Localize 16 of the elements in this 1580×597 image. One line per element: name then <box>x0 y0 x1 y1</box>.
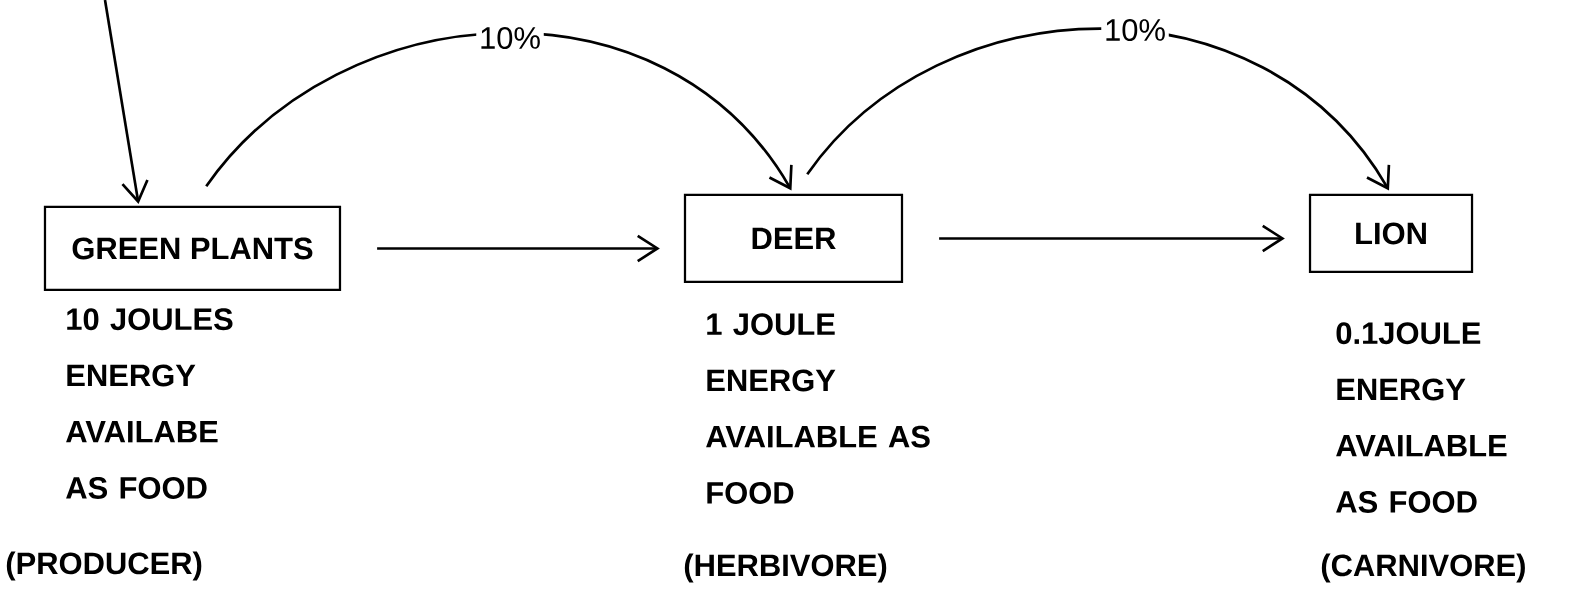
edge-label: 10% <box>1101 16 1169 44</box>
arrow <box>205 31 793 191</box>
edge-label: 10% <box>476 24 544 52</box>
arrow <box>377 234 660 263</box>
energy-note: 0.1JOULE ENERGY AVAILABLE AS FOOD <box>1336 322 1507 513</box>
arrow <box>939 224 1285 253</box>
arrow <box>806 27 1391 191</box>
arrow <box>103 0 149 204</box>
trophic-level-label: (CARNIVORE) <box>1321 553 1525 583</box>
organism-box: GREEN PLANTS <box>43 205 342 292</box>
organism-box: LION <box>1308 193 1474 274</box>
organism-box: DEER <box>683 193 904 284</box>
trophic-level-label: (PRODUCER) <box>6 551 202 581</box>
trophic-level-label: (HERBIVORE) <box>684 553 887 583</box>
energy-note: 1 JOULE ENERGY AVAILABLE AS FOOD <box>706 313 930 504</box>
energy-note: 10 JOULES ENERGY AVAILABE AS FOOD <box>66 308 233 499</box>
